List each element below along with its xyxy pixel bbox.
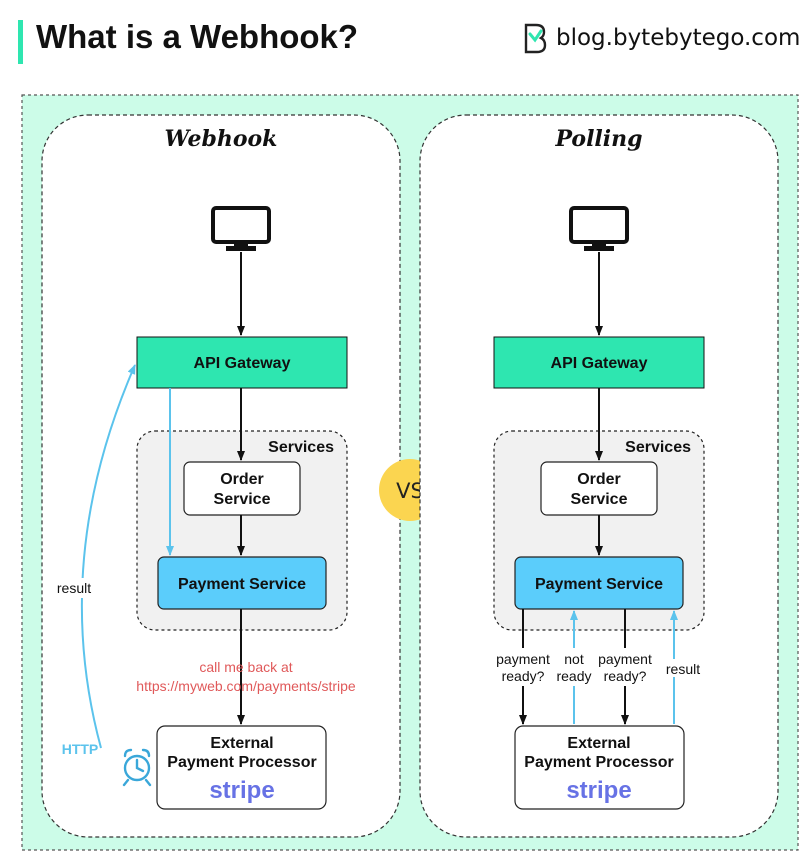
webhook-services-label: Services [268,439,334,456]
alarm-clock-icon [122,748,152,787]
http-label: HTTP [62,741,99,757]
not-ready-line2: ready [556,668,591,684]
polling-external-line1: External [567,735,630,752]
webhook-payment-service-label: Payment Service [178,576,306,593]
webhook-external-processor-box [156,725,327,810]
q1-line2: ready? [502,668,545,684]
q1-line1: payment [496,651,550,667]
webhook-stripe-logo: stripe [209,777,274,804]
webhook-api-gateway-label: API Gateway [194,355,291,372]
polling-api-gateway-box [493,336,705,389]
polling-payment-service-box [514,556,684,610]
webhook-result-label: result [57,580,91,596]
polling-external-processor-box [514,725,685,810]
polling-order-service-line2: Service [571,491,628,508]
webhook-external-line2: Payment Processor [167,754,316,771]
result-callback-curve [80,364,136,749]
webhook-external-line1: External [210,735,273,752]
page-title: What is a Webhook? [36,18,359,55]
webhook-heading: Webhook [165,126,278,152]
webhook-api-gateway-box [136,336,348,389]
polling-services-label: Services [625,439,691,456]
webhook-order-service-line1: Order [220,471,264,488]
brand: blog.bytebytego.com [522,22,800,54]
polling-stripe-logo: stripe [566,777,631,804]
polling-heading: Polling [554,126,642,152]
client-monitor-icon [211,206,271,251]
vs-label: VS [396,479,424,503]
brand-text: blog.bytebytego.com [556,25,800,51]
q2-line2: ready? [604,668,647,684]
polling-payment-service-label: Payment Service [535,576,663,593]
polling-result-label: result [666,661,700,677]
callback-line2: https://myweb.com/payments/stripe [136,678,356,694]
not-ready-label-bg [554,648,594,686]
webhook-order-service-line2: Service [214,491,271,508]
polling-external-line2: Payment Processor [524,754,673,771]
polling-order-service-line1: Order [577,471,621,488]
callback-line1: call me back at [199,659,292,675]
polling-result-label-bg [660,659,704,677]
q2-label-bg [595,648,655,686]
q1-label-bg [494,648,552,686]
bytebytego-logo-icon [524,23,547,54]
polling-client-monitor-icon [569,206,629,251]
q2-line1: payment [598,651,652,667]
title-accent-bar [18,20,23,64]
polling-api-gateway-label: API Gateway [551,355,648,372]
not-ready-line1: not [564,651,584,667]
result-label-bg [52,578,96,598]
